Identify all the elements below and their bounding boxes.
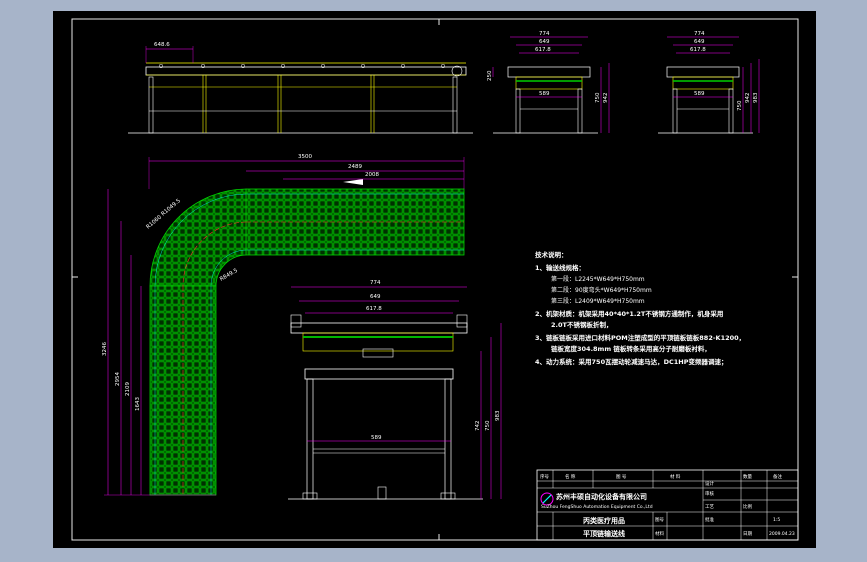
dim-side-b-bottom: 589: [694, 91, 705, 97]
note-line-5: 2、机架材质：机架采用40*40*1.2T不锈钢方通制作，机身采用: [535, 309, 723, 318]
plan-view: 3500 2489 2008 3246 2954 2109 1643 R1060…: [102, 154, 465, 496]
tb-label-dwg: 图号: [655, 517, 664, 523]
dim-plan-left-3: 2109: [125, 382, 131, 396]
note-line-9: 4、动力系统：采用750瓦摆动轮减速马达，DC1HP变频器调速；: [535, 357, 727, 366]
dim-side-b-2: 649: [694, 39, 705, 45]
tb-label-scale: 比例: [743, 503, 752, 510]
dim-plan-left-2: 2954: [115, 372, 121, 386]
front-view: 774 649 617.8 589 742 750 983: [288, 280, 502, 500]
cad-drawing: 648.6 774 649 617.8 589 750 942 250: [71, 18, 799, 541]
tb-header-6: 备注: [773, 473, 782, 480]
tb-date: 2009.04.23: [769, 531, 795, 537]
tb-header-5: 数量: [743, 473, 752, 480]
dim-side-b-h1: 750: [737, 100, 743, 111]
tb-label-check: 审核: [705, 490, 714, 497]
drawing-frame: [71, 18, 799, 541]
side-view-b: 774 649 617.8 589 750 942 983: [658, 31, 760, 134]
tb-header-4: 材 料: [670, 473, 681, 480]
dim-side-a-h2: 942: [603, 93, 609, 104]
drawing-sheet: 648.6 774 649 617.8 589 750 942 250: [53, 11, 816, 548]
tb-label-mat: 材料: [655, 530, 664, 537]
dim-plan-r1: R1060: [145, 214, 163, 230]
dim-front-1: 774: [370, 280, 381, 286]
dim-side-a-1: 774: [539, 31, 550, 37]
dim-top-view1-h: 250: [487, 70, 493, 81]
drawing-title: 平顶链输送线: [583, 529, 625, 538]
tb-header-3: 图 号: [616, 474, 627, 480]
dim-plan-total: 3500: [298, 154, 312, 160]
dim-front-3: 617.8: [366, 306, 382, 312]
note-line-2: 第一段：L2245*W649*H750mm: [551, 275, 645, 283]
company-name: 苏州丰硕自动化设备有限公司: [556, 492, 647, 501]
side-view-long: 648.6: [128, 42, 473, 134]
note-line-1: 1、输送线规格：: [535, 263, 585, 272]
tb-header-2: 名 称: [565, 473, 576, 480]
dim-side-b-3: 617.8: [690, 47, 706, 53]
dim-plan-mid: 2489: [348, 164, 362, 170]
dim-front-r1: 742: [475, 421, 481, 432]
sub-title: 丙类医疗用品: [583, 516, 625, 525]
dim-plan-r2: R1049.5: [160, 198, 182, 218]
dim-side-a-bottom: 589: [539, 91, 550, 97]
tb-label-date: 日期: [743, 531, 752, 537]
dim-front-r2: 750: [485, 420, 491, 431]
dim-side-a-h1: 750: [595, 92, 601, 103]
company-name-en: SuZhou FengShuo Automation Equipment Co.…: [541, 504, 653, 510]
technical-notes: 技术说明： 1、输送线规格： 第一段：L2245*W649*H750mm 第二段…: [535, 250, 745, 366]
dim-side-a-3: 617.8: [535, 47, 551, 53]
company-logo-icon: [540, 492, 554, 506]
note-line-7: 3、链板链板采用进口材料POM注塑成型的平顶链板链板882-K1200，: [535, 333, 745, 342]
notes-title: 技术说明：: [535, 250, 568, 259]
dim-plan-left-1: 3246: [102, 342, 108, 356]
dim-side-b-1: 774: [694, 31, 705, 37]
dim-side-b-h2: 942: [745, 93, 751, 104]
dim-front-r3: 983: [495, 410, 501, 421]
note-line-6: 2.0T不锈钢板折制，: [551, 320, 612, 329]
note-line-8: 链板宽度304.8mm 链板转条采用高分子耐磨板衬料，: [550, 344, 711, 353]
tb-label-approve: 批准: [705, 516, 714, 523]
dim-plan-inner: 2008: [365, 172, 379, 178]
dim-side-b-h3: 983: [753, 92, 759, 103]
title-block: 序号 名 称 图 号 材 料 数量 备注 苏州丰硕自动化设备有限公司 SuZho…: [536, 469, 799, 541]
tb-label-process: 工艺: [705, 504, 714, 510]
note-line-3: 第二段：90度弯头*W649*H750mm: [551, 286, 652, 294]
dim-plan-r3: R849.5: [219, 268, 239, 283]
tb-scale: 1:5: [773, 517, 780, 523]
tb-header-1: 序号: [540, 473, 549, 480]
dim-front-2: 649: [370, 294, 381, 300]
dim-top-view1: 648.6: [154, 42, 170, 48]
side-view-a: 774 649 617.8 589 750 942 250: [487, 31, 610, 134]
dim-plan-left-4: 1643: [135, 397, 141, 411]
note-line-4: 第三段：L2409*W649*H750mm: [551, 297, 645, 305]
tb-label-design: 设计: [705, 480, 714, 487]
dim-front-bottom: 589: [371, 435, 382, 441]
dim-side-a-2: 649: [539, 39, 550, 45]
